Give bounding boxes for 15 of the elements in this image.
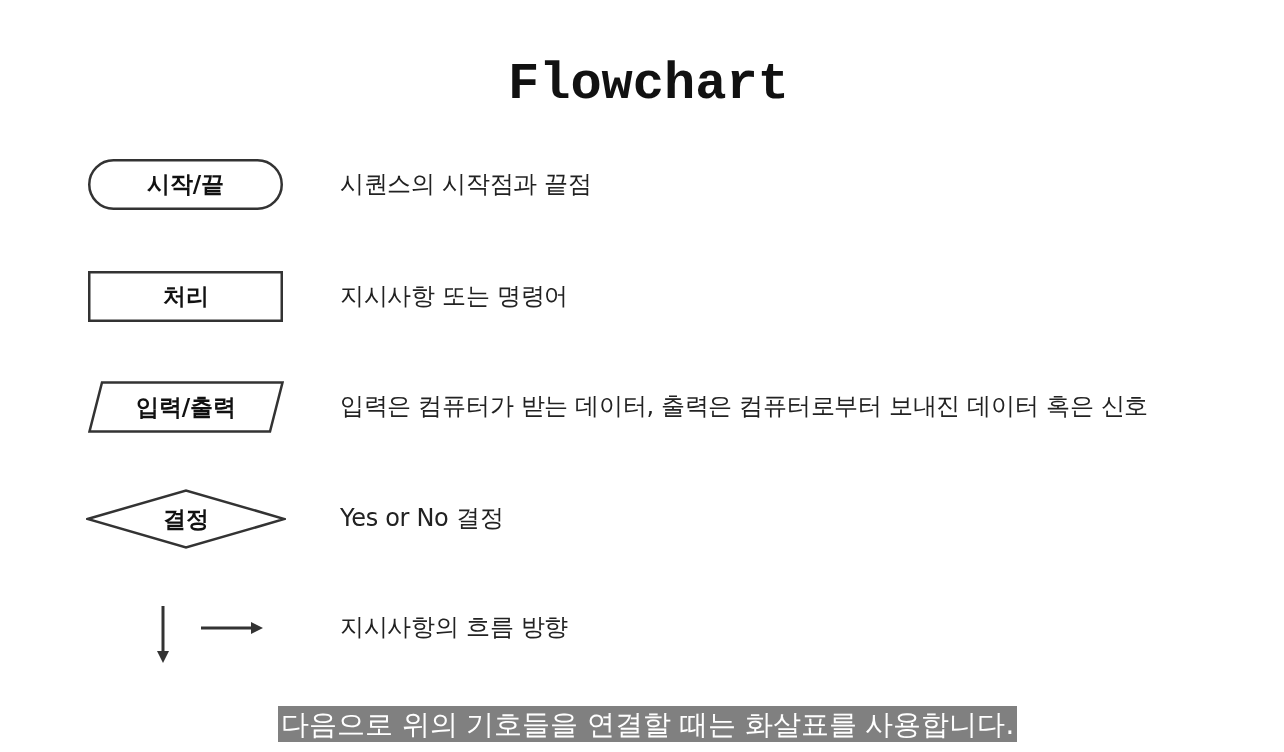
terminator-shape: [88, 159, 283, 210]
description-text: 입력은 컴퓨터가 받는 데이터, 출력은 컴퓨터로부터 보내진 데이터 혹은 신호: [340, 391, 1148, 421]
description-text: Yes or No 결정: [340, 503, 504, 533]
caption-text: 다음으로 위의 기호들을 연결할 때는 화살표를 사용합니다.: [278, 706, 1018, 742]
description-text: 시퀀스의 시작점과 끝점: [340, 168, 592, 199]
shape-label: 시작/끝: [146, 170, 225, 199]
decision-diamond: [86, 489, 286, 549]
shape-label: 입력/출력: [135, 392, 237, 422]
shape-label: 처리: [162, 282, 209, 311]
process-box: [88, 271, 283, 322]
shape-label: 결정: [163, 504, 209, 534]
description-text: 지시사항 또는 명령어: [340, 280, 568, 311]
input-output-parallelogram: [88, 381, 284, 433]
title: Flowchart: [508, 54, 789, 116]
description-text: 지시사항의 흐름 방향: [340, 612, 568, 642]
